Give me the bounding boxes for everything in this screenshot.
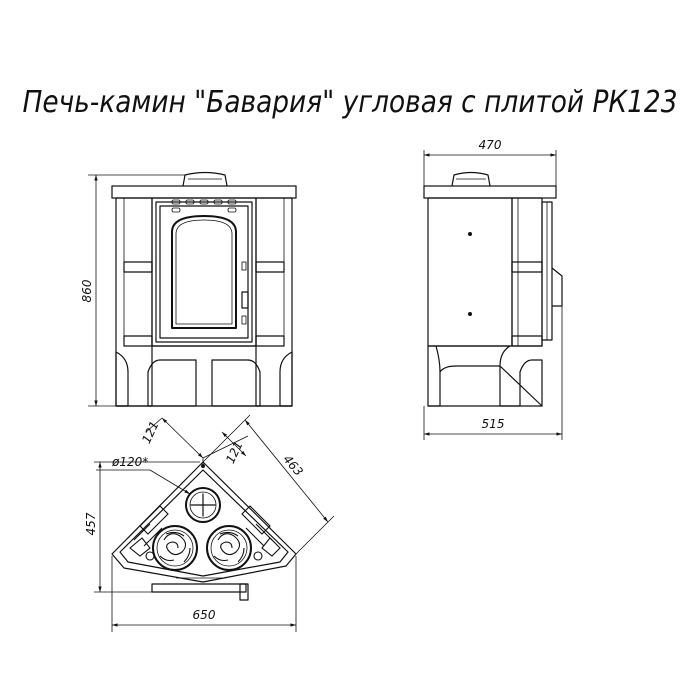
front-legs — [115, 351, 293, 407]
right-hotplate — [206, 525, 252, 571]
plan-depth-label: 457 — [84, 512, 98, 535]
front-width-label: 470 — [479, 138, 502, 152]
front-width-dimension: 470 — [423, 138, 557, 186]
front-door-glass — [171, 215, 237, 329]
door-handle — [241, 291, 249, 309]
side-depth-dimension: 515 — [423, 306, 563, 440]
side-view — [423, 171, 563, 407]
plan-width-label: 650 — [193, 608, 216, 622]
side-legs — [427, 345, 543, 407]
drawing-title: Печь-камин "Бавария" угловая с плитой РК… — [23, 85, 678, 120]
front-view — [111, 171, 297, 407]
plan-width-dimension: 650 — [111, 556, 297, 632]
front-vent-holes — [171, 199, 237, 213]
diagonal-label: 463 — [280, 452, 305, 479]
left-hotplate — [152, 525, 198, 571]
corner-leg-top-dimension: 121 — [139, 417, 204, 464]
height-dimension: 860 — [80, 174, 186, 407]
side-depth-label: 515 — [482, 417, 505, 431]
side-handle — [551, 267, 563, 307]
plan-depth-dimension: 457 — [84, 461, 200, 593]
plan-view — [111, 461, 297, 601]
corner-leg-side-dimension: 121 — [202, 431, 249, 466]
height-label: 860 — [80, 279, 94, 302]
corner-leg-top-label: 121 — [139, 419, 161, 446]
flue-diameter-callout: ø120* — [96, 455, 191, 495]
flue-opening — [185, 487, 221, 523]
